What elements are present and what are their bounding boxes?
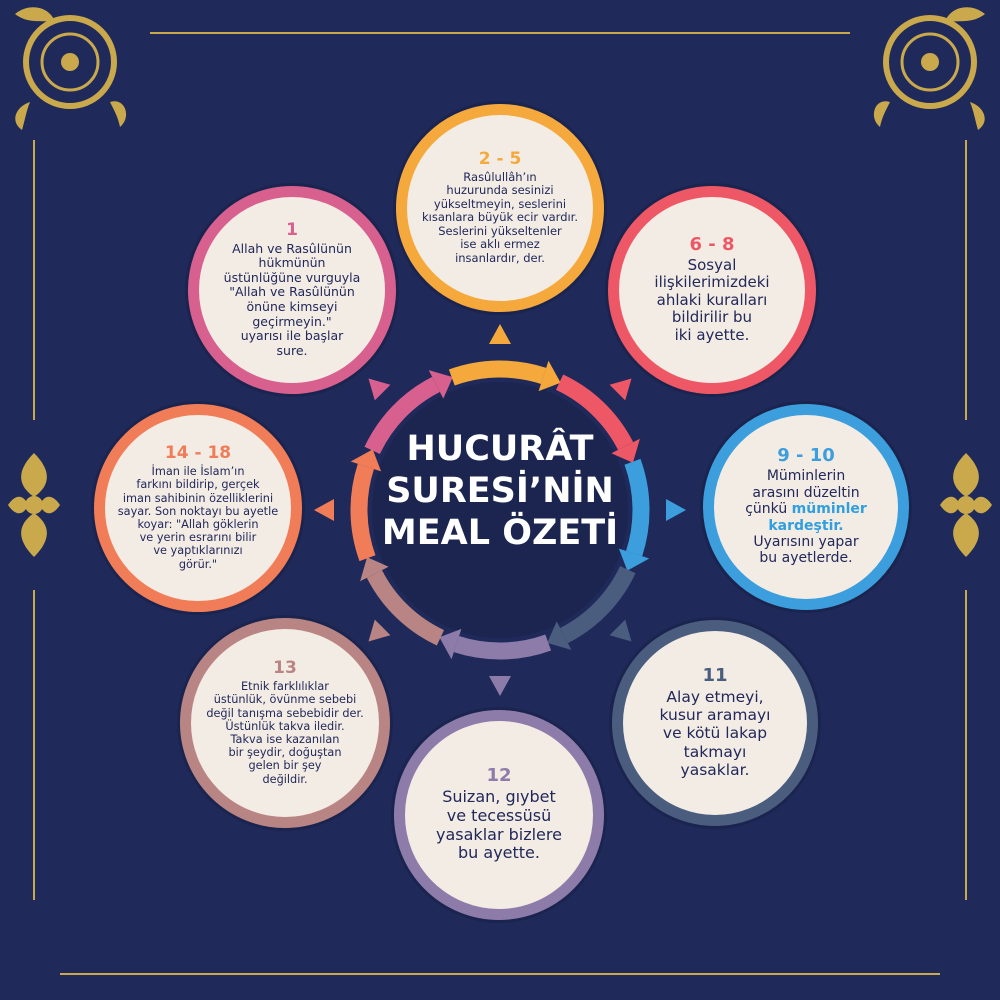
- diagram-title: HUCURÂT SURESİ’NİN MEAL ÖZETİ: [380, 428, 620, 554]
- hub-ring-arrowhead: [360, 557, 389, 582]
- hub-ring-arrowhead: [618, 548, 650, 571]
- pointer-arrow: [609, 619, 632, 642]
- node-text-highlight: müminler kardeştir.: [768, 501, 867, 534]
- hub-ring-segment: [453, 634, 552, 660]
- hub-ring-arrowhead: [350, 449, 382, 472]
- pointer-arrow: [489, 676, 511, 696]
- title-line-1: HUCURÂT: [406, 429, 594, 469]
- node-text: Alay etmeyi, kusur aramayı ve kötü lakap…: [659, 688, 771, 779]
- node-text: Sosyal ilişkilerimizdeki ahlaki kurallar…: [654, 255, 770, 344]
- hub-ring-segment: [559, 565, 636, 644]
- node-text: Müminlerin arasını düzeltin çünkü müminl…: [745, 468, 867, 566]
- node-number: 6 - 8: [689, 233, 735, 255]
- hub-ring-segment: [364, 376, 441, 455]
- hub-center-disc: [372, 382, 628, 638]
- node-verses-14-18: 14 - 18 İman ile İslam’ın farkını bildir…: [94, 404, 302, 612]
- pointer-arrow: [489, 324, 511, 344]
- hub-ring-segment: [350, 463, 376, 562]
- node-number: 12: [486, 765, 512, 787]
- hub-ring-arrowhead: [547, 621, 572, 650]
- hub-ring-segment: [448, 360, 547, 386]
- node-text-after: Uyarısını yapar bu ayetlerde.: [753, 533, 859, 567]
- node-verse-11: 11 Alay etmeyi, kusur aramayı ve kötü la…: [612, 620, 818, 826]
- hub-ring-segment: [555, 374, 634, 451]
- hub-ring-arrowhead: [611, 438, 640, 463]
- side-ornament-left: [8, 453, 60, 557]
- hub-ring-arrowhead: [428, 370, 453, 399]
- hub-ring-arrowhead: [439, 628, 462, 660]
- corner-ornament-top-left: [15, 7, 127, 130]
- node-text: Suizan, gıybet ve tecessüsü yasaklar biz…: [436, 787, 562, 863]
- central-hub: [314, 324, 686, 696]
- hub-ring-segment: [624, 458, 650, 557]
- node-verses-9-10: 9 - 10 Müminlerin arasını düzeltin çünkü…: [703, 404, 909, 610]
- hub-ring-arrowhead: [538, 360, 561, 392]
- node-verse-1: 1 Allah ve Rasûlünün hükmünün üstünlüğün…: [188, 186, 396, 394]
- node-number: 11: [702, 665, 728, 687]
- pointer-arrow: [368, 619, 391, 642]
- node-verses-6-8: 6 - 8 Sosyal ilişkilerimizdeki ahlaki ku…: [608, 186, 816, 394]
- node-number: 14 - 18: [164, 443, 232, 464]
- node-number: 2 - 5: [478, 148, 522, 169]
- gold-border-lines: [33, 32, 967, 975]
- node-number: 13: [273, 658, 297, 679]
- pointer-arrow: [314, 499, 334, 521]
- side-ornament-right: [940, 453, 992, 557]
- node-verse-12: 12 Suizan, gıybet ve tecessüsü yasaklar …: [394, 710, 604, 920]
- node-verse-13: 13 Etnik farklılıklar üstünlük, övünme s…: [180, 618, 390, 828]
- node-number: 1: [286, 219, 298, 240]
- node-text: İman ile İslam’ın farkını bildirip, gerç…: [117, 465, 279, 571]
- pointer-arrow: [609, 378, 632, 401]
- node-number: 9 - 10: [777, 445, 835, 467]
- node-text: Rasûlullâh’ın huzurunda sesinizi yükselt…: [421, 169, 579, 265]
- title-line-2: SURESİ’NİN: [386, 471, 614, 511]
- corner-ornament-top-right: [873, 7, 985, 130]
- node-text: Etnik farklılıklar üstünlük, övünme sebe…: [206, 680, 364, 786]
- pointer-arrow: [666, 499, 686, 521]
- node-text: Allah ve Rasûlünün hükmünün üstünlüğüne …: [223, 240, 361, 358]
- hub-ring-segment: [366, 569, 445, 646]
- title-line-3: MEAL ÖZETİ: [381, 513, 619, 553]
- node-text-before: Müminlerin arasını düzeltin çünkü: [745, 468, 860, 518]
- pointer-arrow: [368, 378, 391, 401]
- node-verses-2-5: 2 - 5 Rasûlullâh’ın huzurunda sesinizi y…: [396, 104, 604, 312]
